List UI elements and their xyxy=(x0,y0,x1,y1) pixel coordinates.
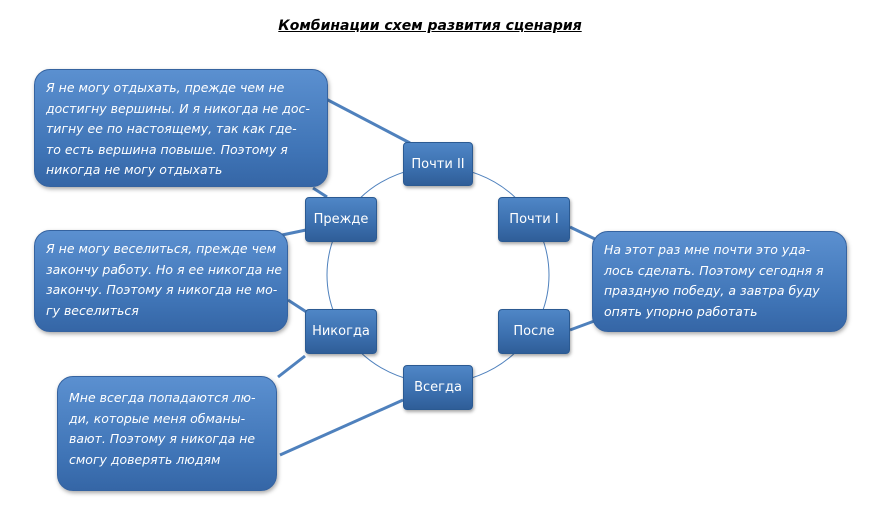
callout-line: закончу. Поэтому я никогда не мо- xyxy=(46,282,278,297)
node-pochti-2: Почти II xyxy=(403,142,473,186)
callout-line: тигну ее по настоящему, так как где- xyxy=(46,121,297,136)
node-prezhde: Прежде xyxy=(305,197,377,242)
callout-prezhde: Я не могу отдыхать, прежде чем не достиг… xyxy=(34,69,328,187)
callout-vsegda: Мне всегда попадаются лю- ди, которые ме… xyxy=(57,376,277,491)
callout-line: достигну вершины. И я никогда не дос- xyxy=(46,100,310,116)
connector-callout4-to-nikogda xyxy=(277,354,306,379)
callout-pochti: На этот раз мне почти это уда- лось сдел… xyxy=(592,231,847,332)
node-vsegda: Всегда xyxy=(403,365,473,410)
node-nikogda: Никогда xyxy=(305,309,377,354)
callout-line: На этот раз мне почти это уда- xyxy=(604,242,811,257)
callout-line: лось сделать. Поэтому сегодня я xyxy=(604,262,824,278)
callout-line: вают. Поэтому я никогда не xyxy=(69,431,256,446)
callout-line: праздную победу, а завтра буду xyxy=(604,283,820,298)
callout-line: закончу работу. Но я ее никогда не xyxy=(46,261,283,277)
connector-callout1-to-prezhde xyxy=(312,186,328,199)
connector-pochti1-to-callout3 xyxy=(569,225,598,242)
callout-line: ди, которые меня обманы- xyxy=(69,410,246,426)
connector-callout2-to-prezhde xyxy=(281,228,307,237)
connector-prezhde-to-pochti2 xyxy=(325,97,411,145)
connector-callout2-to-nikogda xyxy=(287,298,309,315)
callout-line: Я не могу веселиться, прежде чем xyxy=(46,241,277,256)
callout-line: смогу доверять людям xyxy=(69,451,221,467)
diagram-title: Комбинации схем развития сценария xyxy=(278,18,582,34)
node-posle: После xyxy=(498,309,570,354)
callout-line: Мне всегда попадаются лю- xyxy=(69,390,256,405)
node-pochti-1: Почти I xyxy=(498,197,570,242)
connector-callout4-to-vsegda xyxy=(279,398,404,457)
callout-line: гу веселиться xyxy=(46,302,139,318)
callout-line: то есть вершина повыше. Поэтому я xyxy=(46,141,288,157)
callout-line: никогда не могу отдыхать xyxy=(46,162,223,177)
callout-line: Я не могу отдыхать, прежде чем не xyxy=(46,80,285,95)
callout-nikogda: Я не могу веселиться, прежде чем закончу… xyxy=(34,230,288,332)
callout-line: опять упорно работать xyxy=(604,303,758,319)
